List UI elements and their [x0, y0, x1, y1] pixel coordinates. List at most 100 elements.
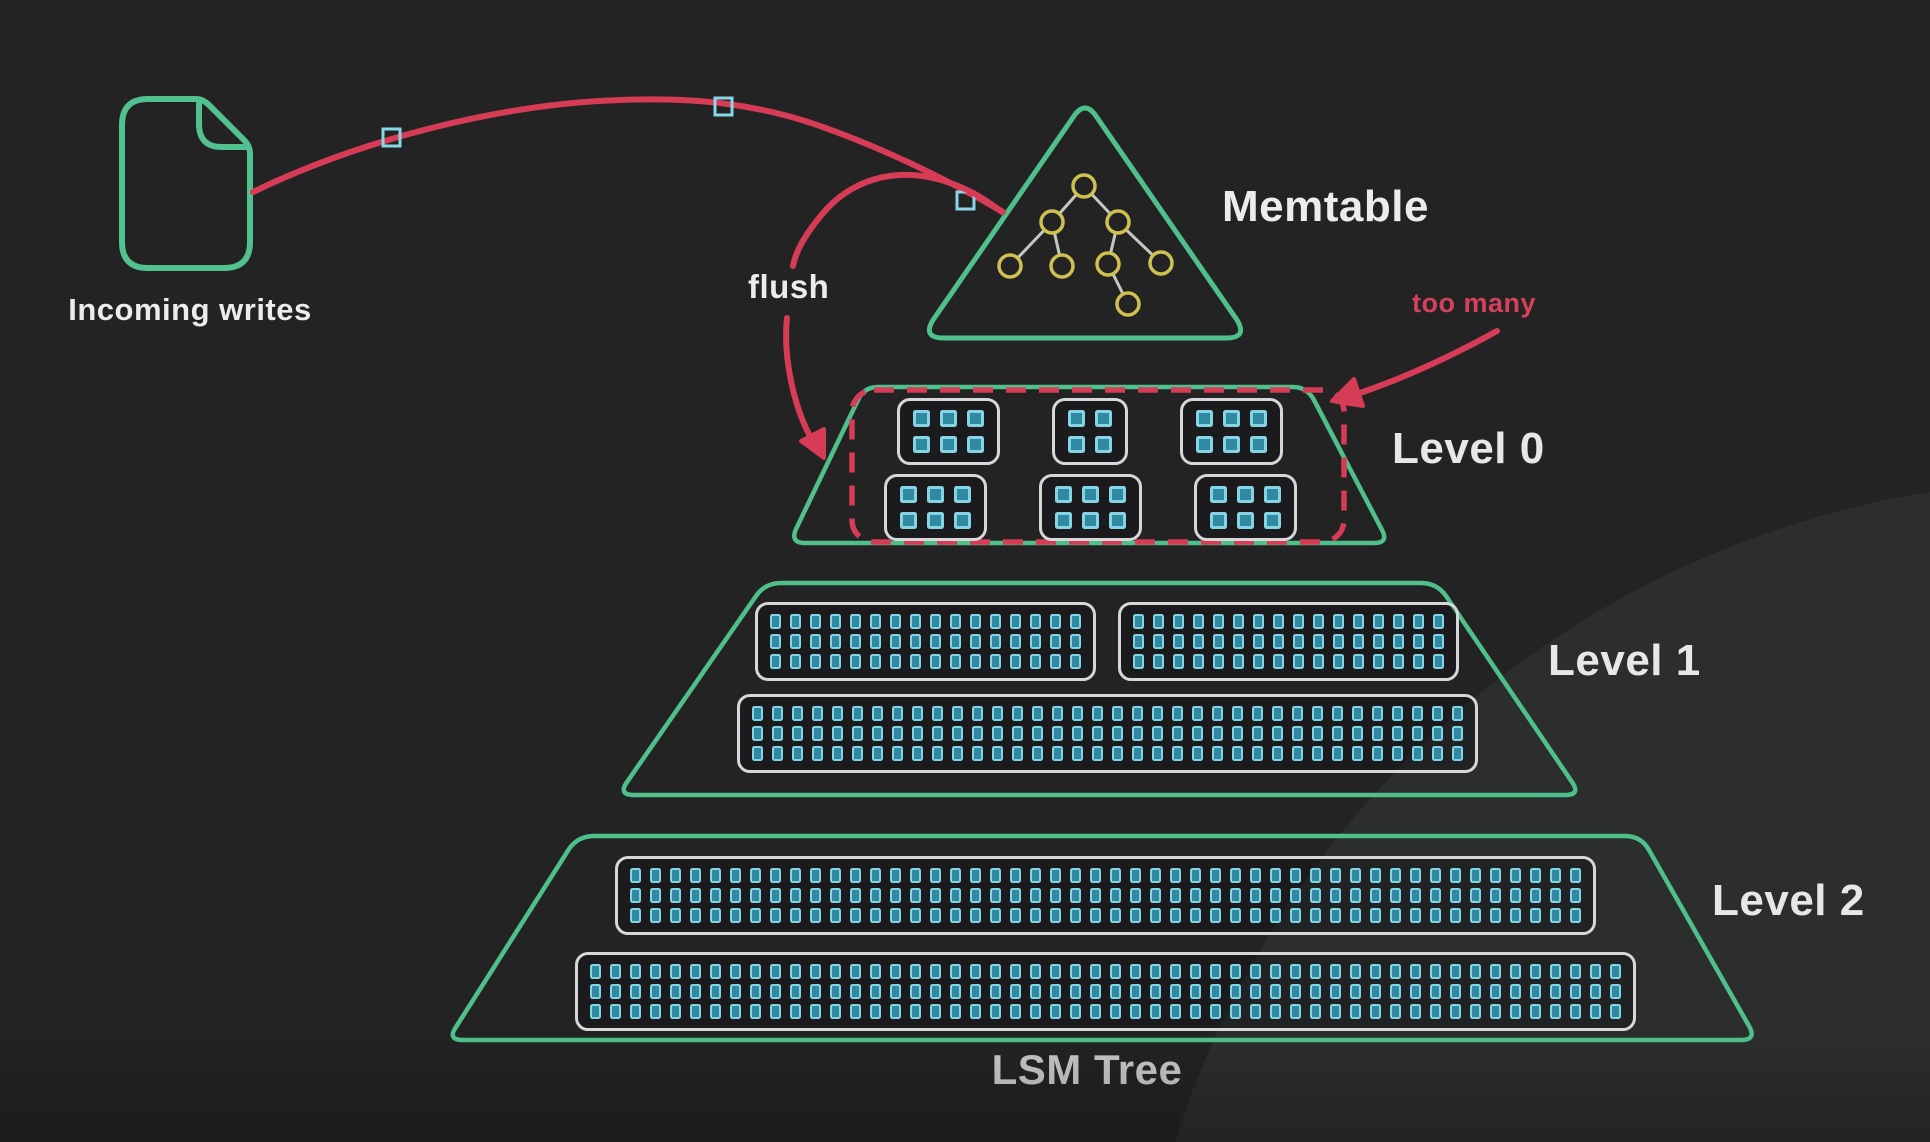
sstable-cell	[1569, 868, 1581, 883]
sstable-cell	[1211, 706, 1223, 721]
sstable-cell	[1289, 964, 1301, 979]
sstable-cell	[1011, 706, 1023, 721]
sstable-cell	[1569, 908, 1581, 923]
sstable-cell	[950, 634, 961, 649]
sstable-cell	[1029, 908, 1041, 923]
sstable-cell	[769, 1004, 781, 1019]
sstable-cell	[1191, 746, 1203, 761]
sstable-cell	[1549, 908, 1561, 923]
sstable-cell	[1529, 908, 1541, 923]
sstable-cell	[1149, 1004, 1161, 1019]
sstable-cell	[851, 746, 863, 761]
sstable-cell-row	[1068, 410, 1112, 427]
sstable-cell	[971, 706, 983, 721]
sstable-cell	[1569, 964, 1581, 979]
sstable-cell	[1109, 964, 1121, 979]
sstable-cell	[1196, 436, 1213, 453]
sstable-cell	[1449, 908, 1461, 923]
curve-marker	[381, 127, 402, 148]
sstable-row	[480, 856, 1730, 935]
sstable-cell	[831, 706, 843, 721]
sstable-cell	[1529, 888, 1541, 903]
sstable-cell	[989, 984, 1001, 999]
level-2-label: Level 2	[1712, 876, 1865, 925]
sstable-cell	[1095, 436, 1112, 453]
sstable-cell	[1029, 868, 1041, 883]
sstable-cell	[1369, 868, 1381, 883]
sstable-cell	[1031, 726, 1043, 741]
sstable-cell	[811, 726, 823, 741]
sstable-cell	[1193, 614, 1204, 629]
sstable-cell	[989, 868, 1001, 883]
sstable-cell	[1589, 1004, 1601, 1019]
sstable	[736, 694, 1478, 773]
document-fold-corner	[196, 98, 251, 150]
sstable-cell	[1433, 614, 1444, 629]
sstable-cell	[709, 868, 721, 883]
sstable-cell	[1353, 614, 1364, 629]
flush-arrow-lower	[783, 315, 821, 453]
sstable-cell	[890, 614, 901, 629]
sstable-cell	[949, 868, 961, 883]
sstable-cell	[1429, 964, 1441, 979]
sstable-cell	[1309, 1004, 1321, 1019]
sstable-cell	[1431, 726, 1443, 741]
sstable-cell	[689, 868, 701, 883]
sstable-cell	[1369, 984, 1381, 999]
sstable-cell	[931, 706, 943, 721]
sstable-cell	[1409, 1004, 1421, 1019]
sstable-cell	[1209, 984, 1221, 999]
sstable-cell	[1229, 888, 1241, 903]
sstable-cell	[791, 706, 803, 721]
sstable-cell	[770, 634, 781, 649]
too-many-label: too many	[1412, 288, 1537, 318]
sstable-cell	[1109, 1004, 1121, 1019]
sstable-cell	[891, 706, 903, 721]
sstable-cell	[609, 964, 621, 979]
sstable-cell	[890, 654, 901, 669]
sstable-cell	[589, 984, 601, 999]
sstable-cell	[969, 888, 981, 903]
sstable-cell	[1169, 908, 1181, 923]
sstable-cell	[1291, 726, 1303, 741]
sstable-cell	[1291, 746, 1303, 761]
sstable-cell	[1549, 868, 1561, 883]
sstable-cell-row	[913, 410, 984, 427]
sstable-cell	[1229, 1004, 1241, 1019]
sstable-cell	[789, 964, 801, 979]
sstable-cell	[1289, 1004, 1301, 1019]
sstable-cell	[589, 1004, 601, 1019]
sstable-cell	[911, 706, 923, 721]
sstable-cell	[1489, 1004, 1501, 1019]
sstable-cell	[889, 964, 901, 979]
sstable-cell	[910, 634, 921, 649]
sstable-cell	[851, 706, 863, 721]
sstable-cell	[1249, 1004, 1261, 1019]
sstable-cell	[831, 726, 843, 741]
sstable-cell	[989, 908, 1001, 923]
memtable-tree-node	[1148, 250, 1174, 276]
sstable-cell	[1071, 746, 1083, 761]
sstable-cell	[1293, 654, 1304, 669]
sstable-cell	[1249, 908, 1261, 923]
sstable-cell	[969, 964, 981, 979]
sstable-cell	[1081, 486, 1099, 503]
sstable-cell	[1449, 888, 1461, 903]
sstable-cell	[1413, 654, 1424, 669]
sstable-cell	[1149, 888, 1161, 903]
sstable-cell-row	[899, 486, 971, 503]
sstable-cell	[1049, 984, 1061, 999]
sstable-cell	[1509, 908, 1521, 923]
sstable-cell	[1131, 726, 1143, 741]
sstable-cell	[1309, 984, 1321, 999]
sstable-cell	[929, 888, 941, 903]
sstable-cell	[770, 654, 781, 669]
memtable-tree-node	[1115, 291, 1141, 317]
sstable-cell	[1469, 964, 1481, 979]
level-1-trapezoid	[621, 580, 1578, 798]
memtable-tree	[997, 173, 1174, 317]
sstable-cell	[1469, 868, 1481, 883]
sstable-cell	[1469, 908, 1481, 923]
sstable-cell	[769, 888, 781, 903]
sstable-cell	[1151, 746, 1163, 761]
